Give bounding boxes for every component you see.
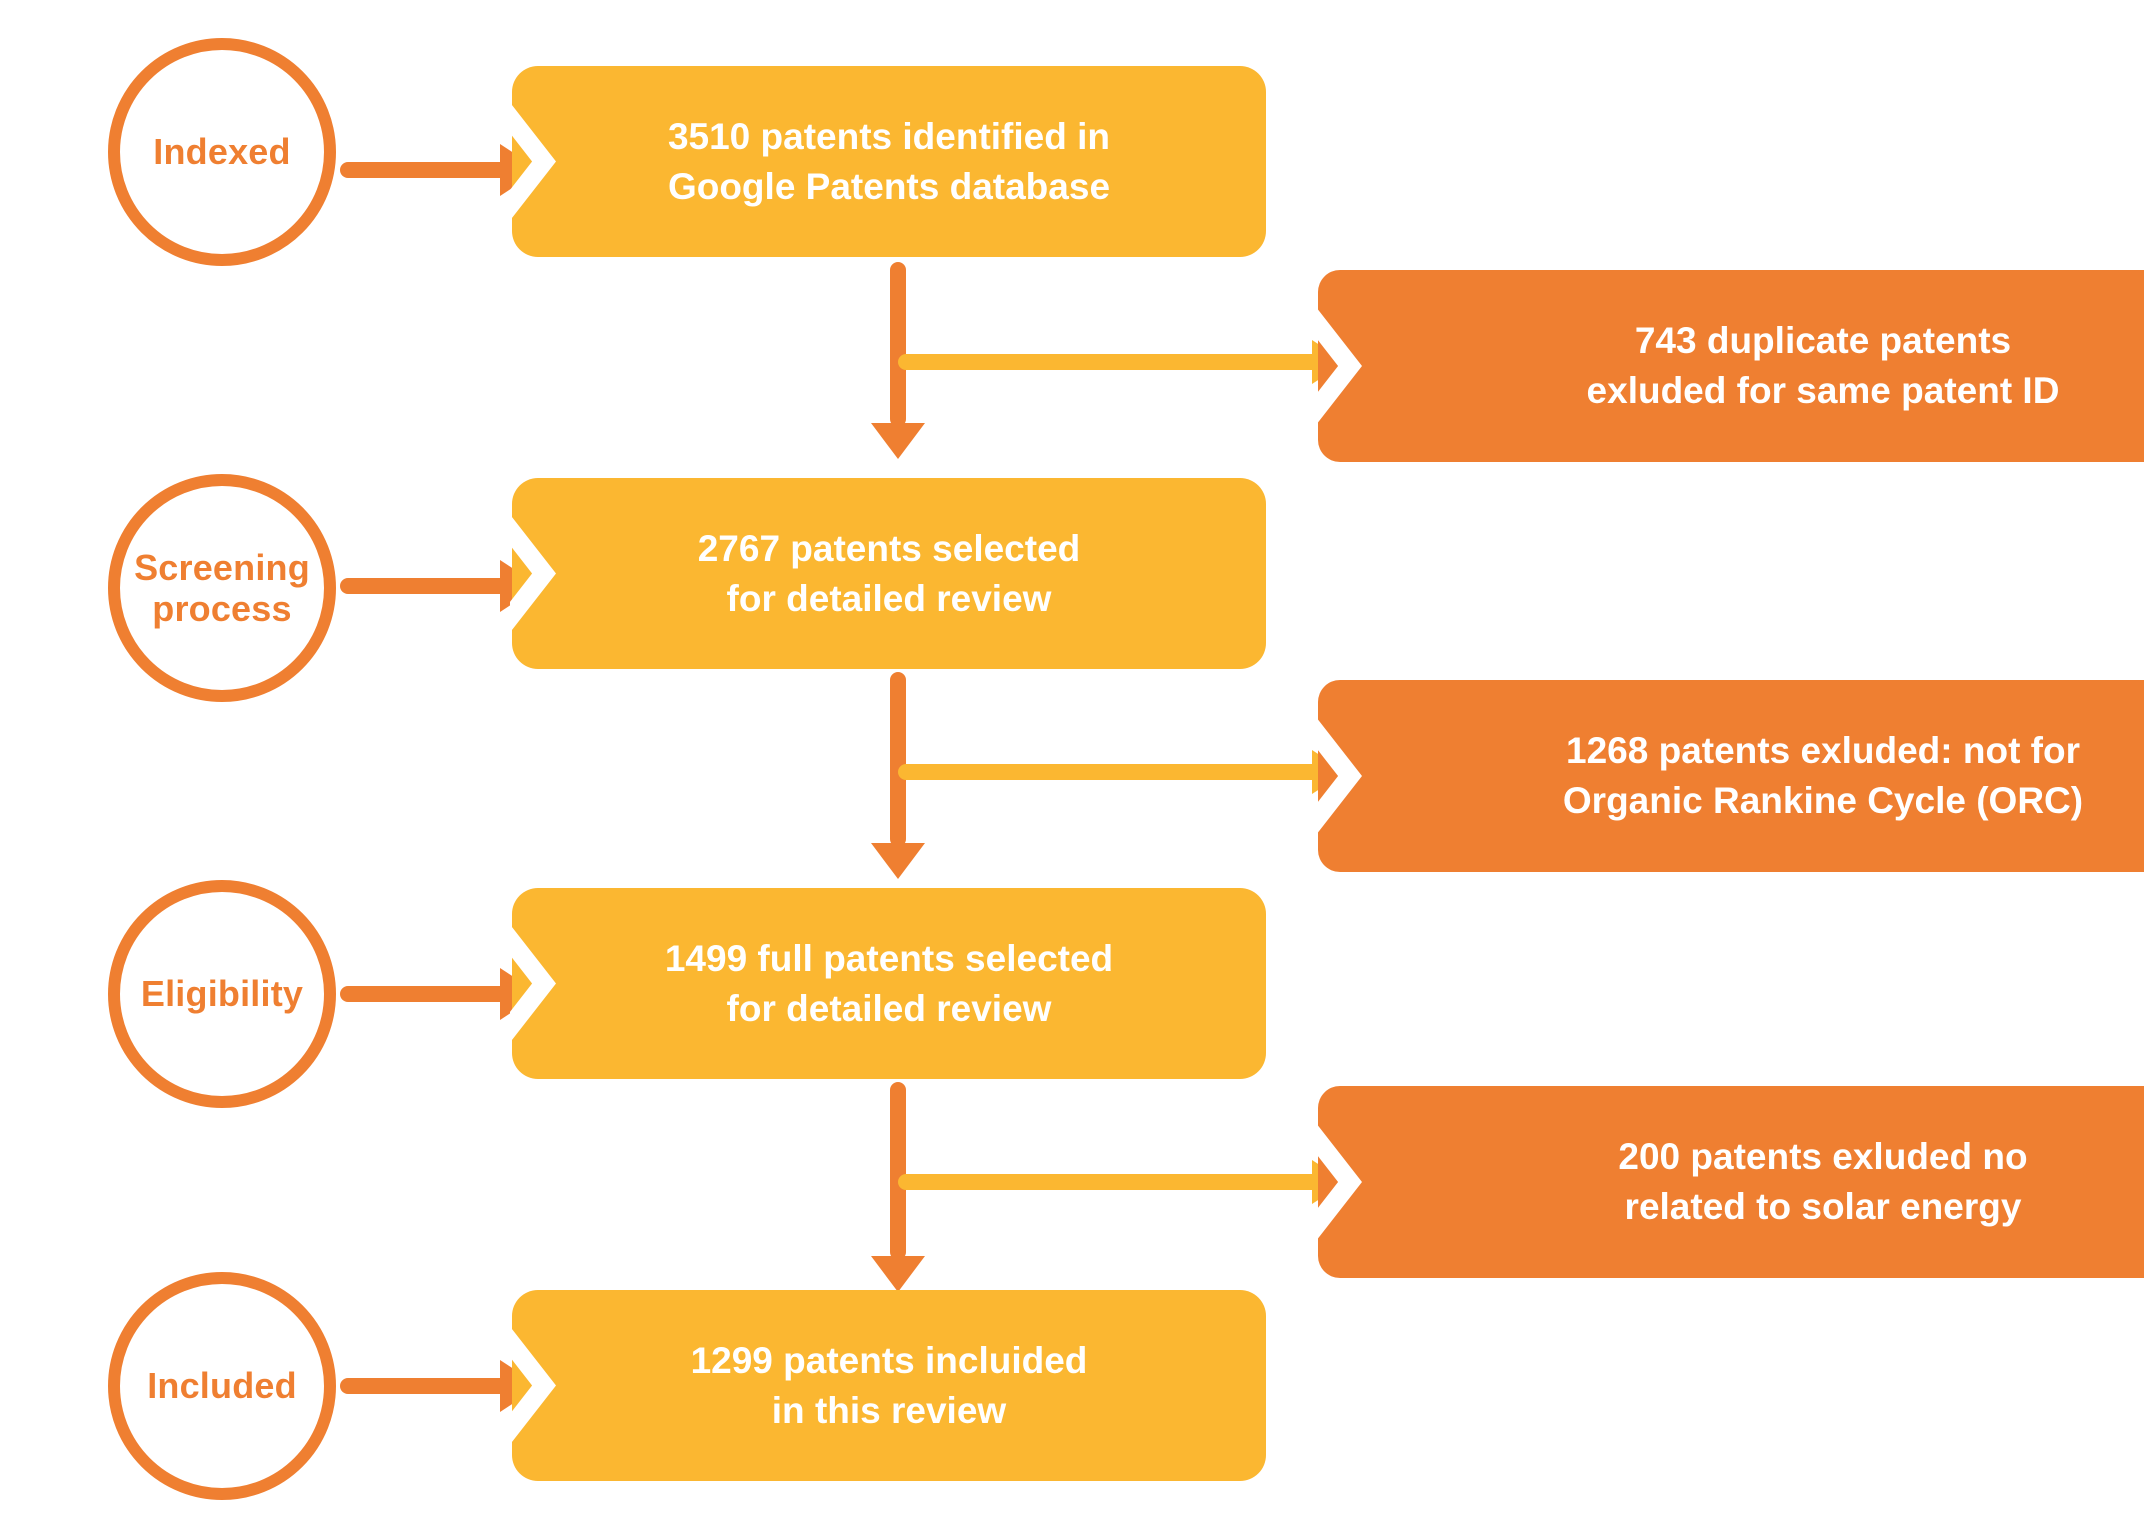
arrow-step-1-to-step-2 xyxy=(870,262,926,459)
stage-label-included: Included xyxy=(147,1365,297,1407)
arrow-branch-to-excl-1 xyxy=(898,340,1346,384)
exclusion-box-2: 1268 patents exluded: not for Organic Ra… xyxy=(1316,680,2144,872)
chevron-notch xyxy=(1316,307,1362,425)
arrow-shaft xyxy=(340,1378,508,1394)
arrow-branch-to-excl-3 xyxy=(898,1160,1346,1204)
arrow-head xyxy=(871,1256,925,1292)
step-box-3-text: 1499 full patents selected for detailed … xyxy=(664,937,1114,1029)
chevron-notch xyxy=(1316,717,1362,835)
arrow-shaft xyxy=(890,1082,906,1260)
arrow-head xyxy=(871,843,925,879)
arrow-shaft xyxy=(890,672,906,847)
arrow-head xyxy=(871,423,925,459)
arrow-shaft xyxy=(340,986,508,1002)
arrow-indexed-to-step-1 xyxy=(340,144,540,196)
chevron-notch xyxy=(510,924,556,1043)
stage-circle-indexed: Indexed xyxy=(108,38,336,266)
arrow-shaft xyxy=(340,162,508,178)
chevron-notch xyxy=(510,514,556,633)
step-box-2-text: 2767 patents selected for detailed revie… xyxy=(697,527,1081,619)
exclusion-box-1: 743 duplicate patents exluded for same p… xyxy=(1316,270,2144,462)
arrow-shaft xyxy=(898,764,1322,780)
stage-circle-included: Included xyxy=(108,1272,336,1500)
step-box-1-text: 3510 patents identified in Google Patent… xyxy=(667,115,1111,207)
arrow-shaft xyxy=(898,354,1322,370)
arrow-step-3-to-step-4 xyxy=(870,1082,926,1292)
exclusion-box-3: 200 patents exluded no related to solar … xyxy=(1316,1086,2144,1278)
exclusion-box-2-text: 1268 patents exluded: not for Organic Ra… xyxy=(1562,730,2084,821)
arrow-shaft xyxy=(898,1174,1322,1190)
step-box-4-text: 1299 patents incluided in this review xyxy=(690,1339,1088,1431)
step-box-1: 3510 patents identified in Google Patent… xyxy=(510,66,1266,257)
chevron-notch xyxy=(1316,1123,1362,1241)
chevron-notch xyxy=(510,1326,556,1445)
stage-circle-screening: Screening process xyxy=(108,474,336,702)
arrow-shaft xyxy=(890,262,906,427)
step-box-3: 1499 full patents selected for detailed … xyxy=(510,888,1266,1079)
stage-label-indexed: Indexed xyxy=(153,131,291,173)
stage-circle-eligibility: Eligibility xyxy=(108,880,336,1108)
arrow-step-2-to-step-3 xyxy=(870,672,926,879)
arrow-branch-to-excl-2 xyxy=(898,750,1346,794)
step-box-2: 2767 patents selected for detailed revie… xyxy=(510,478,1266,669)
chevron-notch xyxy=(510,102,556,221)
exclusion-box-3-text: 200 patents exluded no related to solar … xyxy=(1618,1136,2028,1227)
stage-label-eligibility: Eligibility xyxy=(140,973,304,1015)
arrow-shaft xyxy=(340,578,508,594)
stage-label-screening: Screening process xyxy=(134,546,310,629)
exclusion-box-1-text: 743 duplicate patents exluded for same p… xyxy=(1586,320,2060,411)
arrow-eligibility-to-step-3 xyxy=(340,968,540,1020)
step-box-4: 1299 patents incluided in this review xyxy=(510,1290,1266,1481)
arrow-included-to-step-4 xyxy=(340,1360,540,1412)
